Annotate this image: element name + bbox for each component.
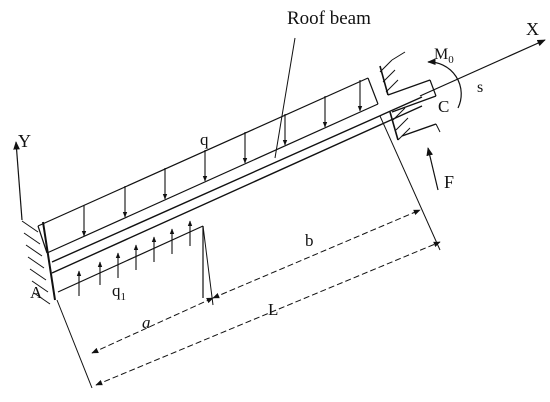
point-c-label: C xyxy=(438,97,449,116)
dim-l-label: L xyxy=(268,300,278,319)
moment-arc xyxy=(427,58,462,109)
dim-b-line xyxy=(212,209,421,299)
axis-x-label: X xyxy=(526,19,539,39)
roof-beam-label: Roof beam xyxy=(287,8,371,29)
load-q-label: q xyxy=(200,130,209,149)
force-label: F xyxy=(444,172,454,192)
y-axis xyxy=(13,141,23,221)
upper-load-block xyxy=(37,77,379,254)
support-c xyxy=(379,51,441,141)
point-a-label: A xyxy=(30,283,43,302)
dim-a-label: a xyxy=(142,313,151,332)
dim-l-line xyxy=(95,241,441,386)
x-axis xyxy=(419,39,546,97)
s-label: s xyxy=(477,79,483,96)
moment-label: M0 xyxy=(434,46,454,66)
extension-lines xyxy=(56,115,441,389)
upper-load-arrows xyxy=(81,80,363,237)
axis-y-label: Y xyxy=(18,131,31,151)
dim-b-label: b xyxy=(305,231,314,250)
dim-a-line xyxy=(91,297,214,354)
roof-beam-leader xyxy=(274,37,296,159)
roof-beam xyxy=(51,96,423,274)
support-a xyxy=(21,220,56,305)
force-arrow xyxy=(426,147,439,191)
load-q1-label: q1 xyxy=(112,281,126,303)
lower-load-block xyxy=(57,220,204,298)
